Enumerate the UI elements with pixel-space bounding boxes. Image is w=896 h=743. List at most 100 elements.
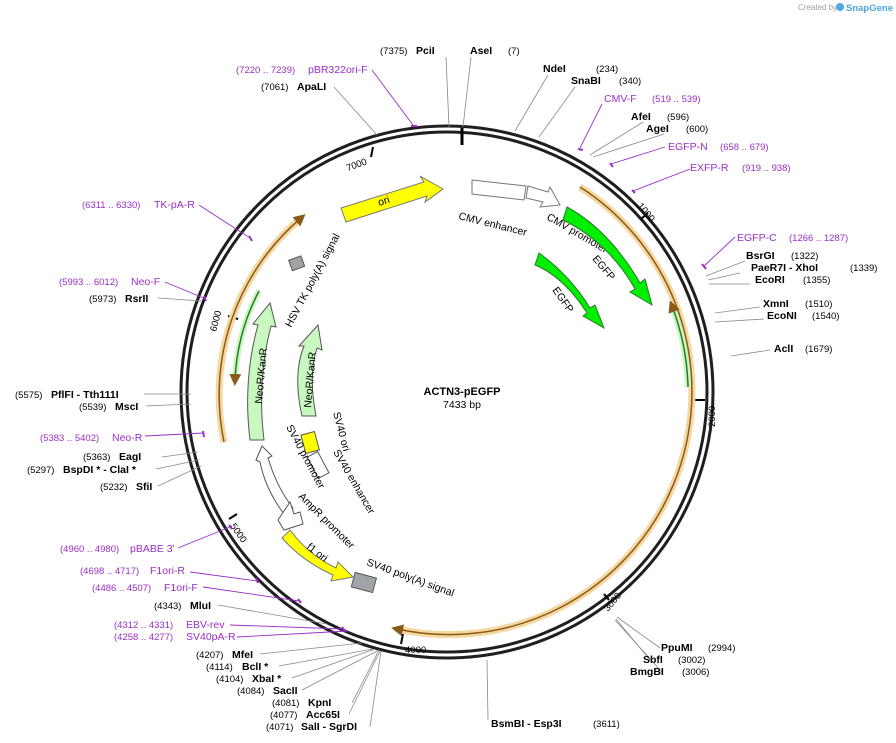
site-bsrgi[interactable]: BsrGI (1322) <box>746 250 818 262</box>
site-eagi[interactable]: (5363) EagI <box>83 451 141 463</box>
primer-pbabe-3[interactable]: (4960 .. 4980) pBABE 3' <box>60 543 175 555</box>
svg-text:Neo-F: Neo-F <box>131 276 160 288</box>
svg-text:(4960 .. 4980): (4960 .. 4980) <box>60 544 119 555</box>
svg-text:(5993 .. 6012): (5993 .. 6012) <box>59 277 118 288</box>
snapgene-branding: Created by SnapGene <box>798 3 893 14</box>
svg-text:XbaI *: XbaI * <box>252 673 282 685</box>
site-ppumi[interactable]: PpuMI (2994) <box>661 642 735 654</box>
site-pflfi-tth111i[interactable]: (5575) PflFI - Tth111I <box>15 389 119 401</box>
site-econi[interactable]: EcoNI (1540) <box>767 310 839 322</box>
primer-neo-r[interactable]: (5383 .. 5402) Neo-R <box>40 432 143 444</box>
svg-text:MluI: MluI <box>190 600 211 612</box>
site-afei[interactable]: AfeI (596) <box>631 111 689 123</box>
map-length: 7433 bp <box>443 399 481 411</box>
svg-text:AgeI: AgeI <box>646 123 669 135</box>
site-sali-sgrdi[interactable]: (4071) SalI - SgrDI <box>266 721 357 733</box>
primer-tk-pa-r[interactable]: (6311 .. 6330) TK-pA-R <box>82 199 195 211</box>
feature-neor-outer <box>247 301 277 441</box>
site-bsmbi-esp3i[interactable]: BsmBI - Esp3I (3611) <box>491 718 620 730</box>
svg-text:(600): (600) <box>686 124 708 135</box>
svg-text:(4698 .. 4717): (4698 .. 4717) <box>80 566 139 577</box>
feature-sv40-polya <box>350 571 378 594</box>
map-title: ACTN3-pEGFP <box>424 386 501 398</box>
svg-text:(1339): (1339) <box>850 263 877 274</box>
site-msci[interactable]: (5539) MscI <box>79 401 138 413</box>
site-sbfi[interactable]: SbfI (3002) <box>643 654 705 666</box>
svg-text:EXFP-R: EXFP-R <box>690 162 729 174</box>
site-rsrii[interactable]: (5973) RsrII <box>89 293 148 305</box>
site-ndei[interactable]: NdeI (234) <box>543 63 618 75</box>
svg-text:NdeI: NdeI <box>543 63 566 75</box>
primer-sv40pa-r[interactable]: (4258 .. 4277) SV40pA-R <box>114 631 236 643</box>
tick-7000-label: 7000 <box>345 156 369 174</box>
primer-ebv-rev[interactable]: (4312 .. 4331) EBV-rev <box>114 619 225 631</box>
orf-arc-left <box>218 214 306 443</box>
site-sfii[interactable]: (5232) SfiI <box>100 481 152 493</box>
svg-text:RsrII: RsrII <box>125 293 148 305</box>
site-apali[interactable]: (7061) ApaLI <box>261 81 326 93</box>
feature-ampr-promoter-label: AmpR promoter <box>296 491 357 552</box>
tick-6000-label: 6000 <box>208 310 224 333</box>
svg-text:(5232): (5232) <box>100 482 127 493</box>
site-leaders <box>144 56 771 728</box>
site-bmgbi[interactable]: BmgBI (3006) <box>630 666 709 678</box>
site-bcli[interactable]: (4114) BclI * <box>206 661 269 673</box>
site-bspdi-clai[interactable]: (5297) BspDI * - ClaI * <box>27 464 137 476</box>
site-acc65i[interactable]: (4077) Acc65I <box>270 709 340 721</box>
site-snabi[interactable]: SnaBI (340) <box>571 75 641 87</box>
site-ecori[interactable]: EcoRI (1355) <box>755 274 830 286</box>
svg-text:(1679): (1679) <box>805 344 832 355</box>
primer-egfp-n[interactable]: EGFP-N (658 .. 679) <box>668 141 769 153</box>
site-agei[interactable]: AgeI (600) <box>646 123 708 135</box>
feature-hsv-tk-polya <box>288 255 306 272</box>
svg-text:EGFP-N: EGFP-N <box>668 141 708 153</box>
svg-text:pBABE 3': pBABE 3' <box>130 543 175 555</box>
primer-f1ori-r[interactable]: (4698 .. 4717) F1ori-R <box>80 565 185 577</box>
site-sacii[interactable]: (4084) SacII <box>237 685 298 697</box>
site-paer7i-xhoi[interactable]: PaeR7I - XhoI (1339) <box>751 262 877 274</box>
site-acli[interactable]: AclI (1679) <box>774 343 832 355</box>
created-by-label: Created by <box>798 3 837 12</box>
svg-text:MscI: MscI <box>115 401 138 413</box>
svg-text:(2994): (2994) <box>708 643 735 654</box>
restriction-site-labels: (7375) PciI AseI (7) NdeI (234) SnaBI (3… <box>15 45 877 733</box>
primer-f1ori-f[interactable]: (4486 .. 4507) F1ori-F <box>92 582 198 594</box>
primer-egfp-c[interactable]: EGFP-C (1266 .. 1287) <box>737 232 848 244</box>
primer-cmv-f[interactable]: CMV-F (519 .. 539) <box>604 93 701 105</box>
tick-4000-label: 4000 <box>405 645 426 656</box>
svg-text:F1ori-F: F1ori-F <box>164 582 198 594</box>
feature-sv40-enhancer <box>306 450 330 480</box>
svg-text:BspDI * - ClaI *: BspDI * - ClaI * <box>63 464 137 476</box>
primer-exfp-r[interactable]: EXFP-R (919 .. 938) <box>690 162 791 174</box>
svg-text:(3611): (3611) <box>593 719 620 730</box>
site-mfei[interactable]: (4207) MfeI <box>196 649 253 661</box>
site-asei[interactable]: AseI (7) <box>470 45 520 57</box>
feature-sv40-promoter <box>255 445 294 515</box>
svg-text:SnaBI: SnaBI <box>571 75 601 87</box>
backbone-inner-strand <box>185 130 709 654</box>
svg-text:EcoRI: EcoRI <box>755 274 785 286</box>
feature-egfp-1 <box>562 206 653 307</box>
svg-text:PciI: PciI <box>416 45 435 57</box>
svg-text:EBV-rev: EBV-rev <box>186 619 225 631</box>
svg-text:(5539): (5539) <box>79 402 106 413</box>
site-xbai[interactable]: (4104) XbaI * <box>216 673 282 685</box>
svg-text:(3006): (3006) <box>682 667 709 678</box>
orf-arc-green2 <box>229 290 260 386</box>
primer-neo-f[interactable]: (5993 .. 6012) Neo-F <box>59 276 160 288</box>
site-xmni[interactable]: XmnI (1510) <box>763 298 832 310</box>
site-pcii[interactable]: (7375) PciI <box>380 45 435 57</box>
svg-text:(4081): (4081) <box>272 698 299 709</box>
tick-7000-mark <box>370 146 374 158</box>
svg-text:BmgBI: BmgBI <box>630 666 664 678</box>
svg-text:(4312 .. 4331): (4312 .. 4331) <box>114 620 173 631</box>
site-kpni[interactable]: (4081) KpnI <box>272 697 331 709</box>
site-mlui[interactable]: (4343) MluI <box>154 600 211 612</box>
svg-text:SacII: SacII <box>273 685 298 697</box>
svg-text:(5973): (5973) <box>89 294 116 305</box>
svg-text:EcoNI: EcoNI <box>767 310 797 322</box>
svg-text:SalI - SgrDI: SalI - SgrDI <box>301 721 357 733</box>
primer-pbr322ori-f[interactable]: (7220 .. 7239) pBR322ori-F <box>236 64 368 76</box>
svg-text:SbfI: SbfI <box>643 654 663 666</box>
